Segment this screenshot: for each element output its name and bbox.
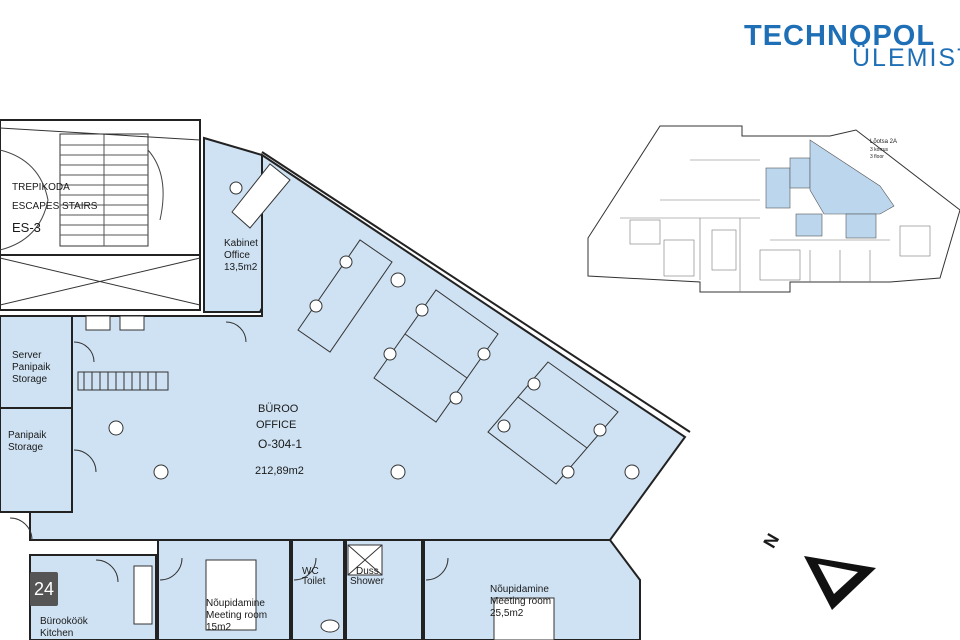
cabinet-label-en: Office xyxy=(224,250,250,261)
office-code: O-304-1 xyxy=(258,437,302,451)
meeting2-label: Nõupidamine xyxy=(490,584,549,595)
compass-label: N xyxy=(759,530,783,551)
room-main-office xyxy=(29,153,687,541)
keyplan-floor: 3 korrus xyxy=(870,147,889,153)
kitchen-label: Bürooköök xyxy=(40,616,89,627)
cabinet-area: 13,5m2 xyxy=(224,262,258,273)
meeting1-label: Nõupidamine xyxy=(206,598,265,609)
wc-label-en: Toilet xyxy=(302,576,326,587)
key-plan: Lõotsa 2A 3 korrus 3 floor xyxy=(587,125,960,293)
brand-logo-subtitle: ÜLEMIST xyxy=(852,44,960,72)
cabinet-label: Kabinet xyxy=(224,238,258,249)
stairwell xyxy=(0,119,201,311)
server-label-en: Storage xyxy=(12,374,47,385)
room-meeting-2 xyxy=(423,539,641,640)
server-label: Server xyxy=(12,350,42,361)
stairs-label-en: ESCAPES STAIRS xyxy=(12,201,98,212)
office-label-en: OFFICE xyxy=(256,419,296,431)
wc-label: WC xyxy=(302,566,319,577)
watermark-badge: 24 xyxy=(30,572,58,606)
shower-label: Duss xyxy=(356,566,379,577)
meeting1-area: 15m2 xyxy=(206,622,231,633)
stairs-label: TREPIKODA xyxy=(12,182,70,193)
keyplan-title: Lõotsa 2A xyxy=(870,139,897,145)
office-label: BÜROO xyxy=(258,403,299,415)
meeting1-label-en: Meeting room xyxy=(206,610,267,621)
room-labels: TREPIKODA ESCAPES STAIRS ES-3 Kabinet Of… xyxy=(8,182,551,639)
keyplan-floor-en: 3 floor xyxy=(870,154,884,160)
stairs-code: ES-3 xyxy=(12,220,41,235)
storage-label: Panipaik xyxy=(8,430,47,441)
storage-label-en: Storage xyxy=(8,442,43,453)
meeting2-area: 25,5m2 xyxy=(490,608,524,619)
server-label-2: Panipaik xyxy=(12,362,51,373)
meeting2-label-en: Meeting room xyxy=(490,596,551,607)
kitchen-label-en: Kitchen xyxy=(40,628,73,639)
north-arrow-icon: N xyxy=(759,530,876,610)
room-server xyxy=(0,315,73,409)
brand-logo-title: TECHNOPOL xyxy=(744,20,936,52)
shower-label-en: Shower xyxy=(350,576,385,587)
main-plan xyxy=(0,119,691,640)
office-area: 212,89m2 xyxy=(255,465,304,477)
room-storage xyxy=(0,407,73,513)
